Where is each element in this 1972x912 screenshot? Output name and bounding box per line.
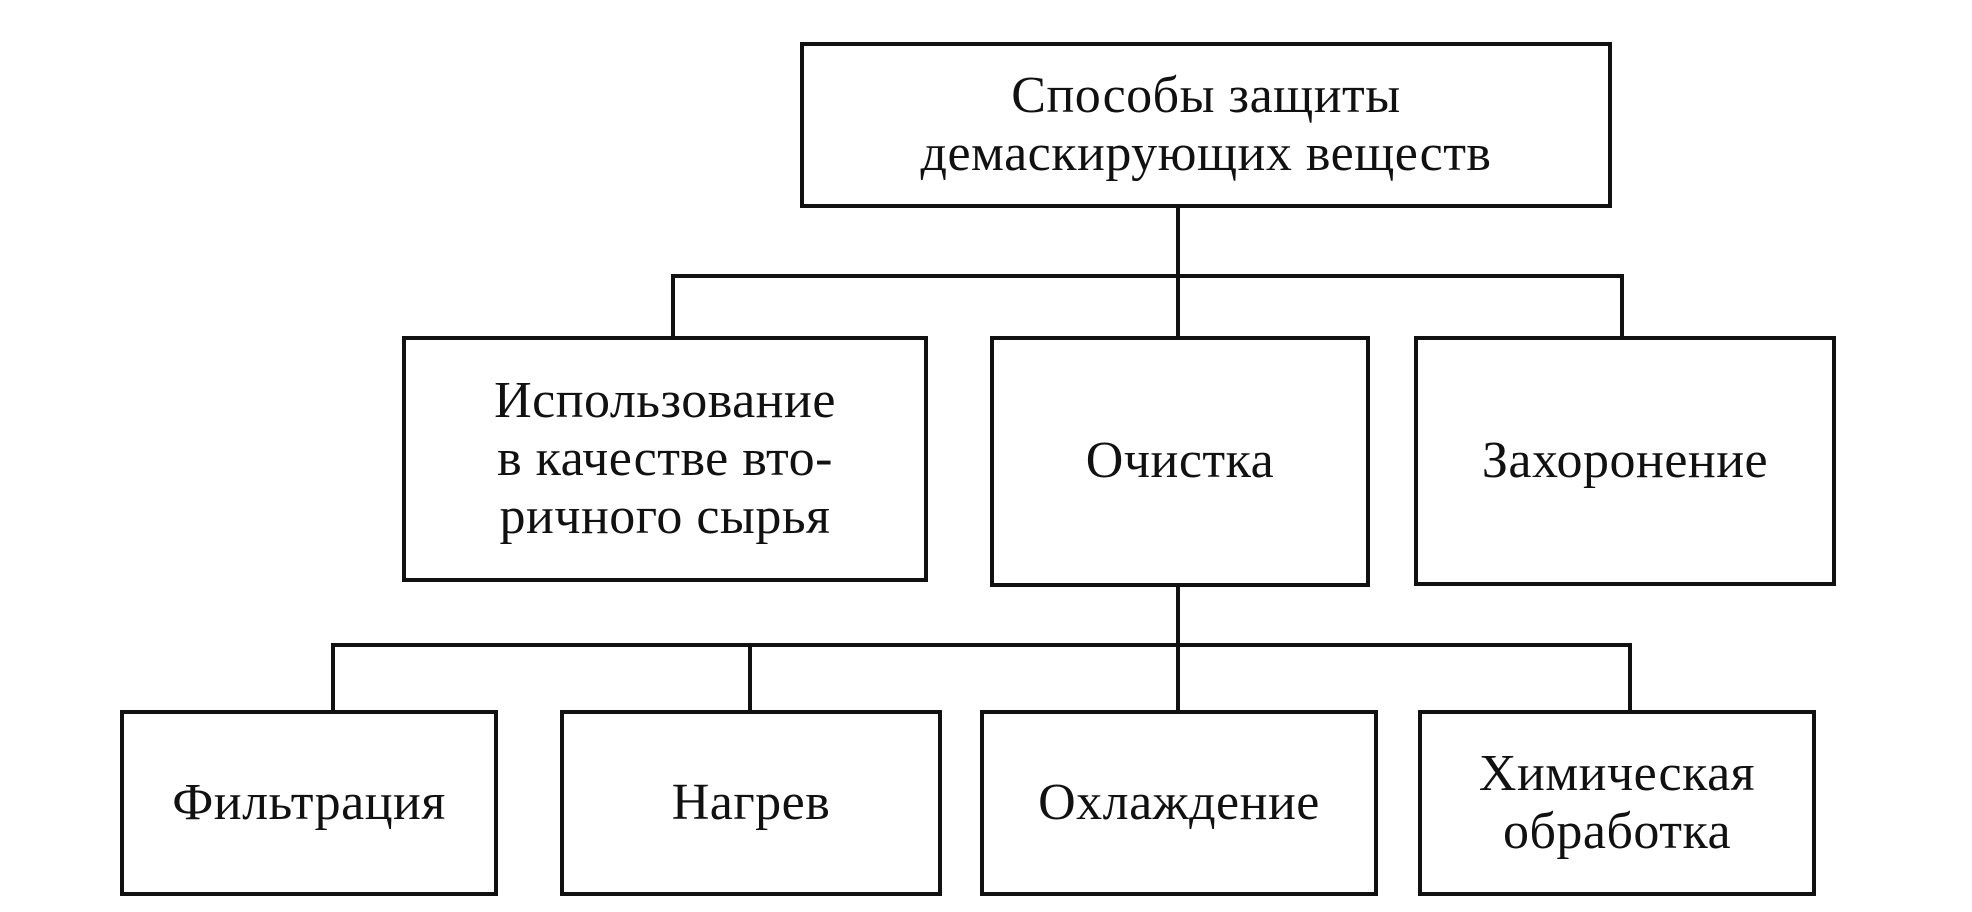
node-root-line-1: Способы защиты	[1011, 66, 1401, 124]
node-cooling-label: Охлаждение	[1038, 773, 1320, 831]
node-heating: Нагрев	[560, 710, 942, 896]
node-recycling-line-1: Использование	[494, 371, 836, 429]
node-burial-label: Захоронение	[1481, 431, 1769, 489]
node-filtration-label: Фильтрация	[172, 773, 446, 831]
node-burial: Захоронение	[1414, 336, 1836, 586]
node-recycling-line-3: ричного сырья	[499, 488, 831, 546]
node-cleaning-label: Очистка	[1085, 432, 1275, 490]
node-cooling: Охлаждение	[980, 710, 1378, 896]
node-chemical-line-2: обработка	[1502, 803, 1732, 860]
node-cleaning: Очистка	[990, 336, 1370, 587]
node-root-protection-methods: Способы защиты демаскирующих веществ	[800, 42, 1612, 208]
node-heating-label: Нагрев	[671, 773, 831, 831]
node-recycling-line-2: в качестве вто-	[497, 429, 833, 487]
node-chemical-line-1: Химическая	[1478, 744, 1756, 802]
node-filtration: Фильтрация	[120, 710, 498, 896]
node-chemical-treatment: Химическая обработка	[1418, 710, 1816, 896]
node-recycling: Использование в качестве вто- ричного сы…	[402, 336, 928, 582]
node-root-line-2: демаскирующих веществ	[920, 125, 1492, 182]
